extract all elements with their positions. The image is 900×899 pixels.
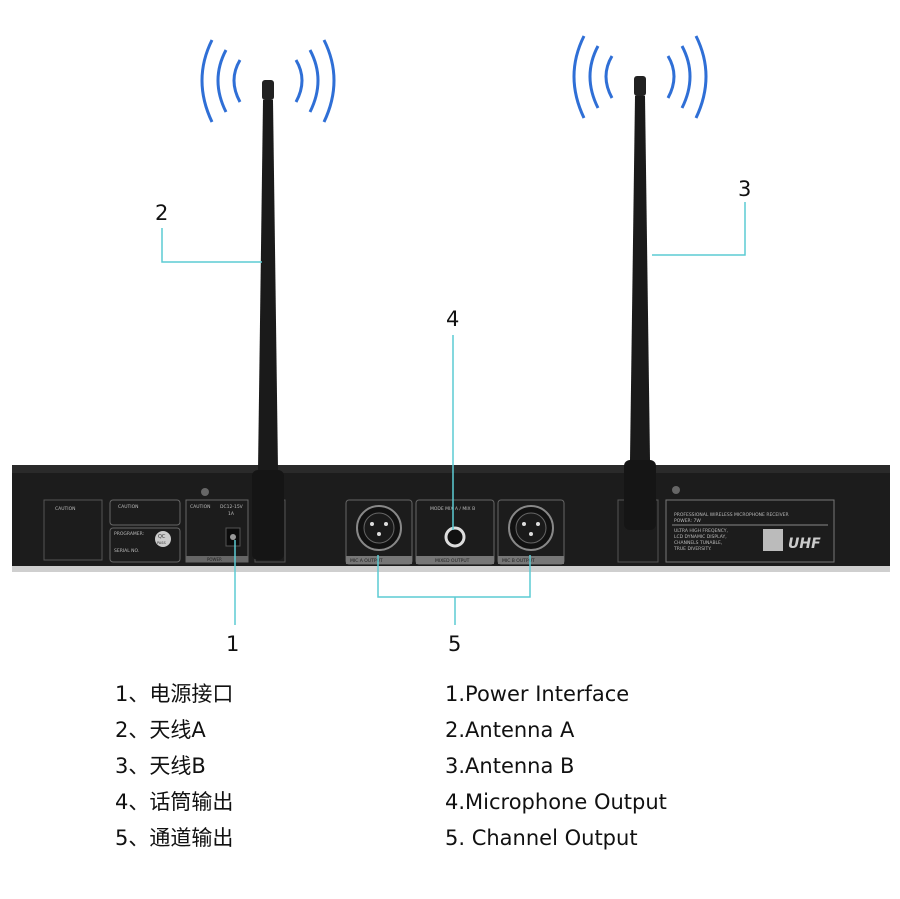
callout-3: 3 (738, 177, 751, 201)
legend-english: 1.Power Interface 2.Antenna A 3.Antenna … (445, 676, 667, 856)
mixed-output-label: MIXED OUTPUT (435, 558, 470, 564)
mixed-output-jack[interactable] (444, 526, 466, 548)
legend-item: 5. Channel Output (445, 826, 638, 850)
callout-5: 5 (448, 632, 461, 656)
callout-2: 2 (155, 201, 168, 225)
caution-label: CAUTION (55, 506, 76, 512)
spec-title: PROFESSIONAL WIRELESS MICROPHONE RECEIVE… (674, 512, 789, 518)
callout-1: 1 (226, 632, 239, 656)
legend-item: 4、话筒输出 (115, 790, 234, 814)
caution-label: CAUTION (118, 504, 139, 510)
antenna-b (624, 76, 656, 530)
power-caution: CAUTION (190, 504, 211, 510)
serial-label: SERIAL NO. (114, 548, 139, 554)
mic-b-label: MIC B OUTPUT (502, 558, 535, 564)
power-label: POWER (207, 557, 222, 562)
callout-lines (161, 202, 746, 625)
legend-chinese: 1、电源接口 2、天线A 3、天线B 4、话筒输出 5、通道输出 (115, 676, 233, 856)
callout-4: 4 (446, 307, 459, 331)
weee-bin-icon (763, 529, 783, 551)
spec-line: ULTRA HIGH FREQENCY, (674, 528, 728, 534)
receiver-body: CAUTION CAUTION PROGRAMER: SERIAL NO. QC… (12, 465, 890, 572)
power-amp: 1A (228, 511, 235, 517)
signal-waves-icon (200, 35, 708, 123)
legend-item: 3、天线B (115, 754, 206, 778)
uhf-logo: UHF (788, 536, 821, 552)
legend-item: 5、通道输出 (115, 826, 234, 850)
qc-text: QC (158, 534, 166, 540)
programer-label: PROGRAMER: (114, 531, 144, 537)
spec-line: TRUE DIVERSITY. (673, 546, 711, 552)
legend-item: 2、天线A (115, 718, 206, 742)
legend-item: 3.Antenna B (445, 754, 575, 778)
legend-item: 1、电源接口 (115, 682, 234, 706)
legend-item: 1.Power Interface (445, 682, 630, 706)
pass-text: PASS (157, 541, 167, 545)
spec-line: LCD DYNAMIC DISPLAY, (674, 534, 727, 540)
power-rating: DC12-15V (220, 504, 244, 510)
qc-pass-seal (155, 531, 171, 547)
legend-item: 4.Microphone Output (445, 790, 667, 814)
antenna-a (252, 80, 284, 560)
mic-a-label: MIC A OUTPUT (350, 558, 383, 564)
spec-line: CHANNELS TUNABLE, (674, 540, 722, 546)
legend-item: 2.Antenna A (445, 718, 575, 742)
spec-power: POWER: 7W (674, 518, 701, 524)
